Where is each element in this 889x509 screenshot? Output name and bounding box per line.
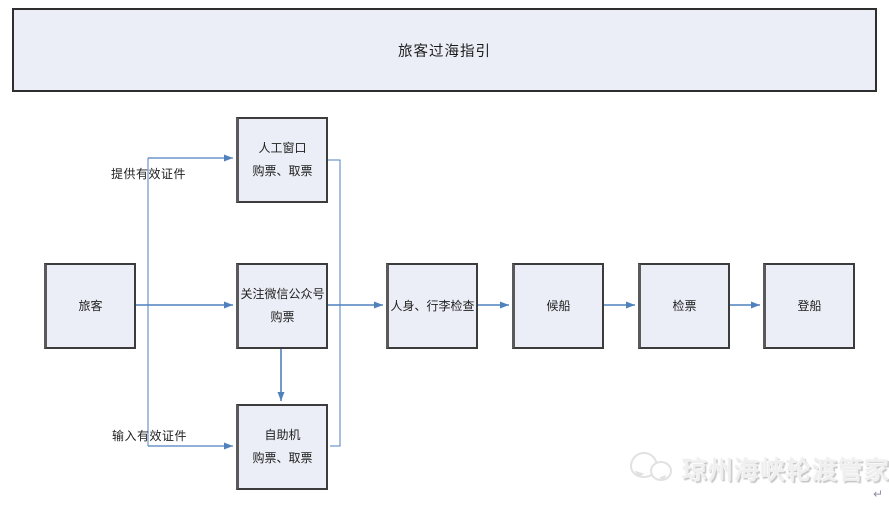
node-ticket-check: 检票 (638, 263, 730, 349)
chat-bubbles-icon (628, 449, 674, 489)
watermark-text: 琼州海峡轮渡管家 (682, 456, 889, 485)
carriage-return-mark: ↵ (872, 487, 883, 501)
node-security-check: 人身、行李检查 (386, 263, 478, 349)
edge-label-enter-valid-id: 输入有效证件 (112, 429, 188, 443)
node-label-line1: 关注微信公众号 (240, 287, 325, 302)
edge-label-provide-valid-id: 提供有效证件 (111, 167, 187, 181)
edge-bypass-right (327, 159, 341, 447)
node-label-line2: 购票、取票 (252, 164, 313, 178)
node-wechat-official-account: 关注微信公众号 购票 (236, 263, 328, 349)
node-label: 登船 (797, 298, 822, 313)
node-label-line1: 人工窗口 (258, 141, 307, 156)
node-label: 旅客 (78, 298, 103, 313)
node-passenger: 旅客 (44, 263, 136, 349)
page-title: 旅客过海指引 (398, 43, 491, 60)
node-label: 候船 (546, 298, 571, 313)
chat-bubble-small (650, 461, 672, 481)
node-label: 人身、行李检查 (390, 298, 475, 313)
node-label-line1: 自助机 (264, 428, 301, 443)
node-label: 检票 (672, 298, 697, 313)
node-label-line2: 购票、取票 (252, 451, 313, 465)
node-self-service-machine: 自助机 购票、取票 (236, 404, 328, 490)
node-wait-for-ship: 候船 (512, 263, 604, 349)
node-manual-window: 人工窗口 购票、取票 (236, 117, 328, 203)
node-boarding: 登船 (763, 263, 855, 349)
node-label-line2: 购票 (270, 310, 295, 324)
watermark: 琼州海峡轮渡管家 (628, 446, 889, 492)
title-banner: 旅客过海指引 (12, 8, 877, 92)
